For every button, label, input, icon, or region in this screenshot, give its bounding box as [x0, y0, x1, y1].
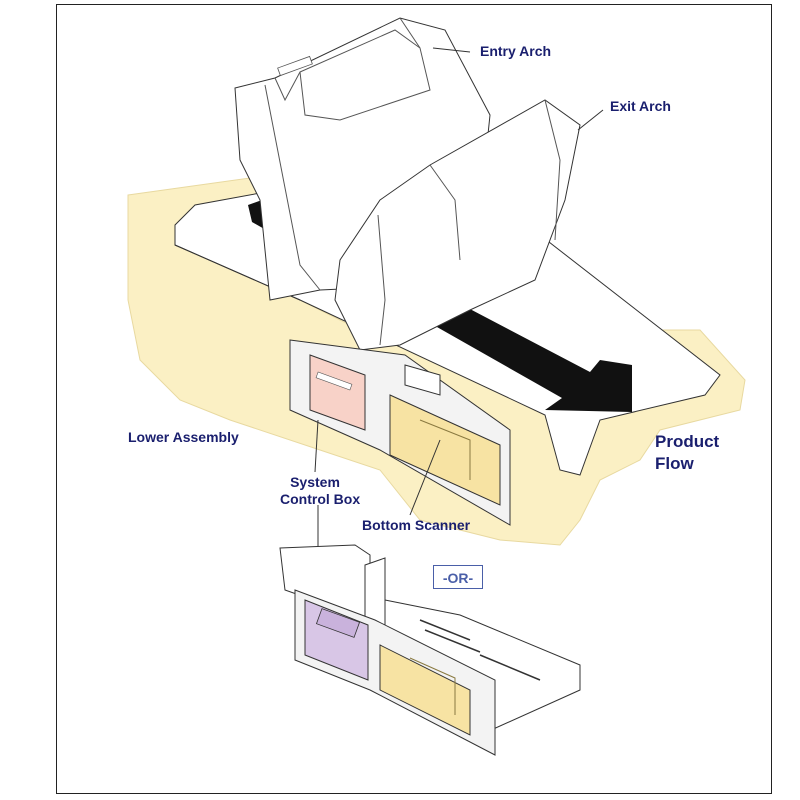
lower-assembly-label: Lower Assembly: [128, 429, 239, 445]
figure-frame: [56, 4, 772, 794]
bottom-scanner-leader: [409, 439, 441, 516]
exit-arch-leader: [577, 109, 604, 131]
alt-control-module: [315, 608, 361, 638]
exit-arch-label: Exit Arch: [610, 98, 671, 114]
or-separator: -OR-: [433, 565, 483, 589]
alt-bottom-scanner: [379, 644, 471, 736]
entry-arch-label: Entry Arch: [480, 43, 552, 59]
bottom-scanner: [389, 394, 501, 506]
system-control-box-label-line1: System: [290, 474, 340, 490]
control-box-leader: [314, 419, 319, 473]
system-control-box: [309, 354, 366, 431]
entry-arch-logo-plate: [277, 55, 313, 77]
control-box-logo-plate: [315, 371, 353, 391]
alt-bed-markings: [419, 619, 541, 681]
bottom-scanner-label: Bottom Scanner: [362, 517, 471, 533]
system-control-box-label: System Control Box: [280, 474, 361, 508]
system-control-box-label-line2: Control Box: [280, 491, 361, 507]
product-flow-label: Product Flow: [655, 431, 719, 475]
product-flow-label-line1: Product: [655, 432, 720, 451]
entry-arch-window: [299, 29, 431, 121]
entry-arch-leader: [432, 47, 471, 53]
scanner-bracket: [404, 364, 441, 396]
product-flow-label-line2: Flow: [655, 454, 694, 473]
conveyor-belt-edge: [174, 225, 301, 301]
